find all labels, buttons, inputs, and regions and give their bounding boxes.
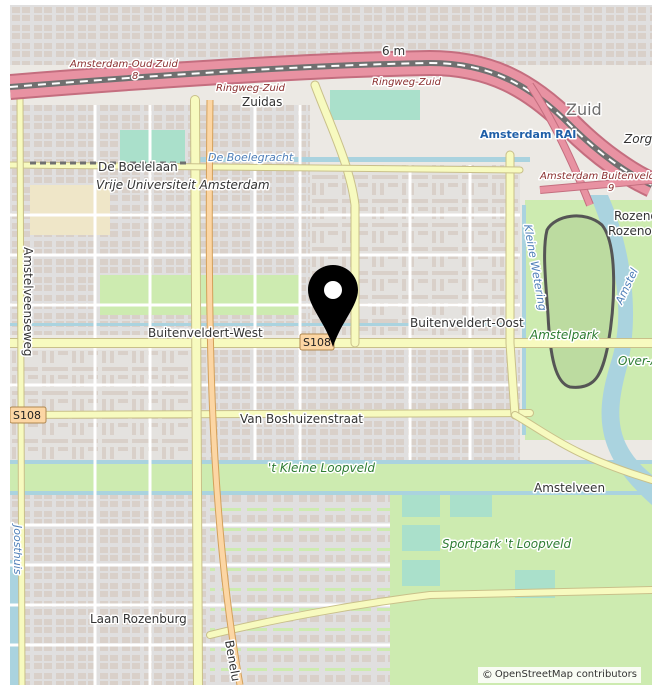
secondary-roads: [10, 80, 652, 685]
pitch-3: [402, 525, 440, 551]
pitch-2: [450, 495, 492, 517]
map-viewport[interactable]: Amsterdam-Oud Zuid 8 6 m Ringweg-Zuid Ri…: [10, 5, 652, 685]
label-boelelaan: De Boelelaan: [98, 160, 178, 174]
residential-area-south: [200, 350, 520, 460]
pitch-4: [402, 560, 440, 586]
label-vu: Vrije Universiteit Amsterdam: [96, 178, 270, 192]
label-laan-rozenburg: Laan Rozenburg: [90, 612, 187, 626]
label-boshuizen: Van Boshuizenstraat: [240, 412, 363, 426]
attribution-text[interactable]: OpenStreetMap contributors: [494, 669, 637, 680]
boelegracht-canal: [190, 157, 530, 162]
label-motorway-number: 8: [132, 71, 138, 82]
label-buitenveldert-west: Buitenveldert-West: [148, 326, 263, 340]
amstel-river: [590, 195, 652, 505]
label-ringweg-east: Ringweg-Zuid: [372, 77, 442, 88]
copyright-symbol: ©: [481, 668, 493, 681]
label-kleine-loopveld: 't Kleine Loopveld: [268, 461, 375, 475]
pitch-1: [402, 495, 440, 517]
sports-pitch: [120, 130, 185, 165]
label-rozenoord-2: Rozenoord: [608, 224, 652, 238]
canal-south-1: [10, 460, 652, 464]
label-zuidas: Zuidas: [242, 95, 282, 109]
label-buitenveldert-number: 9: [608, 183, 614, 194]
label-boelegracht: De Boelegracht: [208, 151, 294, 164]
label-amstelpark: Amstelpark: [529, 328, 599, 342]
location-pin-icon[interactable]: [308, 265, 358, 347]
zuidas-pitch: [330, 90, 420, 120]
label-motorway-north: Amsterdam-Oud Zuid: [69, 59, 179, 70]
shield-s108-center-text: S108: [303, 336, 331, 349]
label-over-amstel: Over-A: [618, 354, 652, 368]
kleine-wetering-canal: [522, 205, 526, 435]
label-sportpark: Sportpark 't Loopveld: [442, 537, 572, 551]
amstelpark-loop: [543, 214, 616, 389]
ringweg-motorway: [10, 49, 652, 207]
kleine-loopveld-park: [10, 460, 652, 495]
canal-south-2: [10, 491, 652, 495]
residential-area-far-south: [10, 495, 210, 685]
label-ringweg-west: Ringweg-Zuid: [216, 83, 286, 94]
university-campus: [30, 185, 110, 235]
residential-area-green: [210, 495, 390, 685]
shield-s108-west: S108: [10, 406, 47, 424]
label-rozenoord-1: Rozeno: [614, 209, 652, 223]
shield-s108-west-text: S108: [13, 409, 41, 422]
label-rai: Amsterdam RAI: [480, 128, 576, 141]
label-ring-top: 6 m: [382, 44, 405, 58]
shield-s108-center: S108: [299, 333, 335, 351]
label-amstelveen: Amstelveen: [534, 481, 605, 495]
residential-area-southwest: [10, 350, 200, 460]
label-jooshuis: Joosthuis: [11, 523, 24, 575]
canal-west: [10, 560, 20, 685]
label-amstelveenseweg: Amstelveenseweg: [21, 247, 35, 357]
label-zuid: Zuid: [566, 100, 602, 119]
map-canvas[interactable]: Amsterdam-Oud Zuid 8 6 m Ringweg-Zuid Ri…: [10, 5, 652, 685]
label-buitenveldert-oost: Buitenveldert-Oost: [410, 316, 524, 330]
label-zorg: Zorg: [623, 132, 652, 146]
map-attribution: © OpenStreetMap contributors: [477, 667, 641, 683]
label-amsterdam-buitenveldert: Amsterdam Buitenveldert: [539, 171, 652, 182]
canal-mid: [10, 323, 520, 326]
